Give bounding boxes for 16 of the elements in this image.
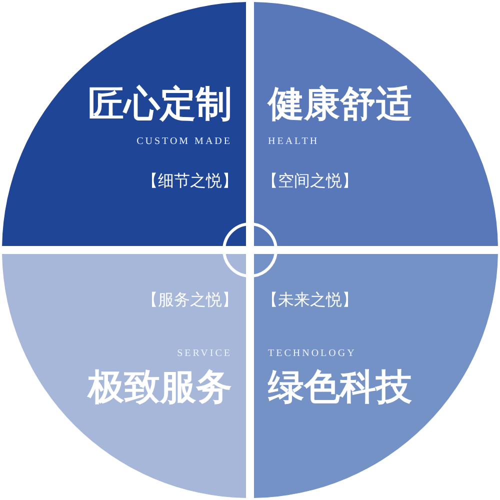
- subtitle-text: SERVICE: [177, 348, 232, 360]
- title-text: 极致服务: [88, 367, 232, 408]
- subtitle-text: CUSTOM MADE: [136, 136, 232, 148]
- subtitle-text: TECHNOLOGY: [268, 348, 356, 360]
- tag-text: 【未来之悦】: [262, 291, 358, 310]
- title-text: 健康舒适: [268, 84, 412, 126]
- quadrant-sector: [0, 254, 246, 500]
- tag-text: 【服务之悦】: [142, 291, 238, 310]
- tag-text: 【空间之悦】: [262, 172, 358, 190]
- quadrant-sector: [254, 0, 500, 246]
- quadrant-sector: [254, 254, 500, 500]
- tag-text: 【细节之悦】: [142, 172, 238, 190]
- quadrant-sector: [0, 0, 246, 246]
- title-text: 匠心定制: [88, 84, 232, 126]
- title-text: 绿色科技: [268, 367, 412, 408]
- subtitle-text: HEALTH: [268, 136, 320, 148]
